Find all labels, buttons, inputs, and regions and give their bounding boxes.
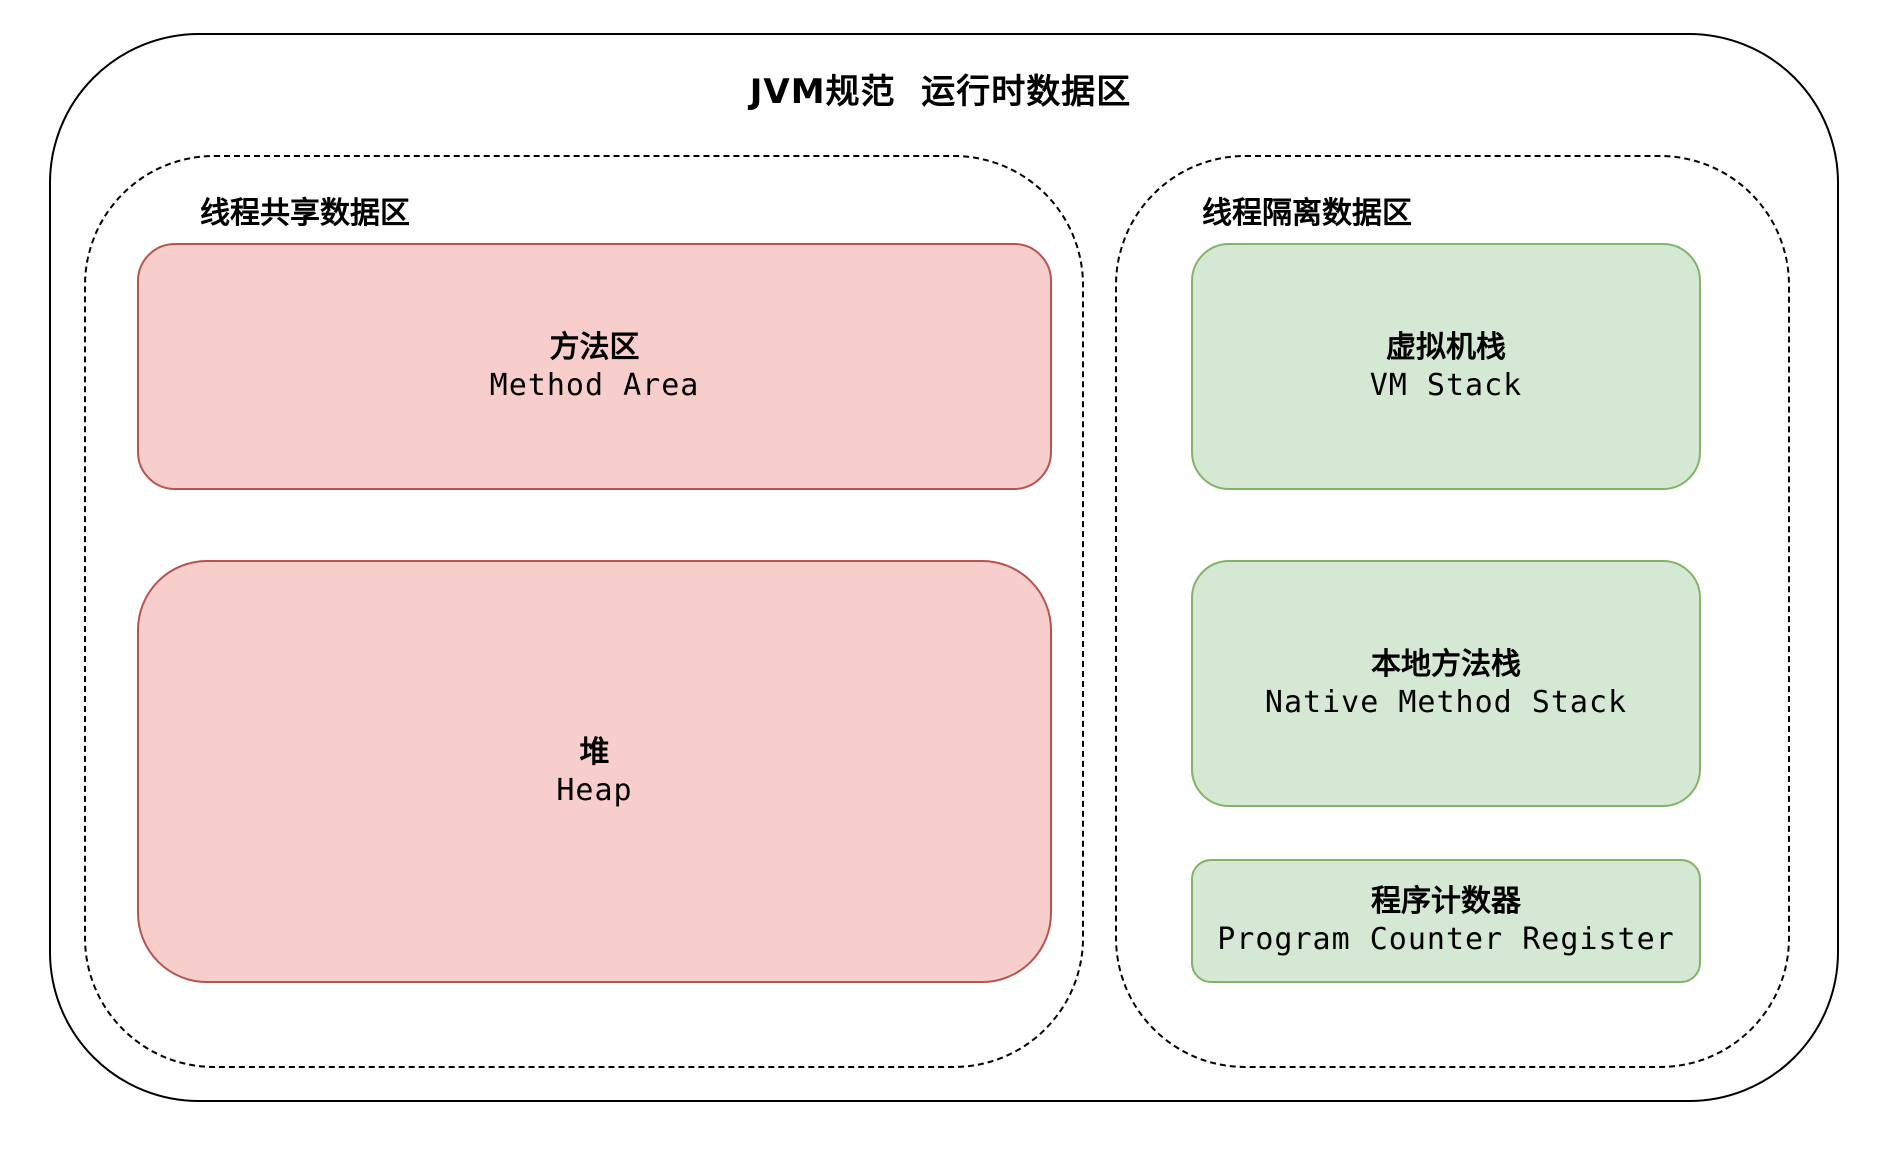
- diagram-title: JVM规范 运行时数据区: [749, 72, 1132, 112]
- native-method-stack-en-label: Native Method Stack: [1264, 684, 1628, 720]
- program-counter-register-zh-label: 程序计数器: [1371, 884, 1521, 919]
- method-area-box: 方法区 Method Area: [137, 243, 1052, 490]
- native-method-stack-box: 本地方法栈 Native Method Stack: [1191, 560, 1701, 807]
- program-counter-register-box: 程序计数器 Program Counter Register: [1191, 859, 1701, 983]
- thread-isolated-label: 线程隔离数据区: [1202, 196, 1412, 231]
- heap-en-label: Heap: [556, 772, 633, 808]
- runtime-data-area-container: [49, 33, 1839, 1102]
- thread-isolated-group: [1115, 155, 1790, 1068]
- method-area-zh-label: 方法区: [549, 329, 640, 365]
- thread-shared-group: [84, 155, 1084, 1068]
- vm-stack-box: 虚拟机栈 VM Stack: [1191, 243, 1701, 490]
- native-method-stack-zh-label: 本地方法栈: [1371, 646, 1521, 682]
- vm-stack-en-label: VM Stack: [1369, 367, 1523, 403]
- program-counter-register-en-label: Program Counter Register: [1217, 922, 1675, 957]
- heap-box: 堆 Heap: [137, 560, 1052, 983]
- vm-stack-zh-label: 虚拟机栈: [1386, 329, 1506, 365]
- method-area-en-label: Method Area: [489, 367, 700, 403]
- heap-zh-label: 堆: [579, 734, 610, 770]
- thread-shared-label: 线程共享数据区: [200, 196, 410, 231]
